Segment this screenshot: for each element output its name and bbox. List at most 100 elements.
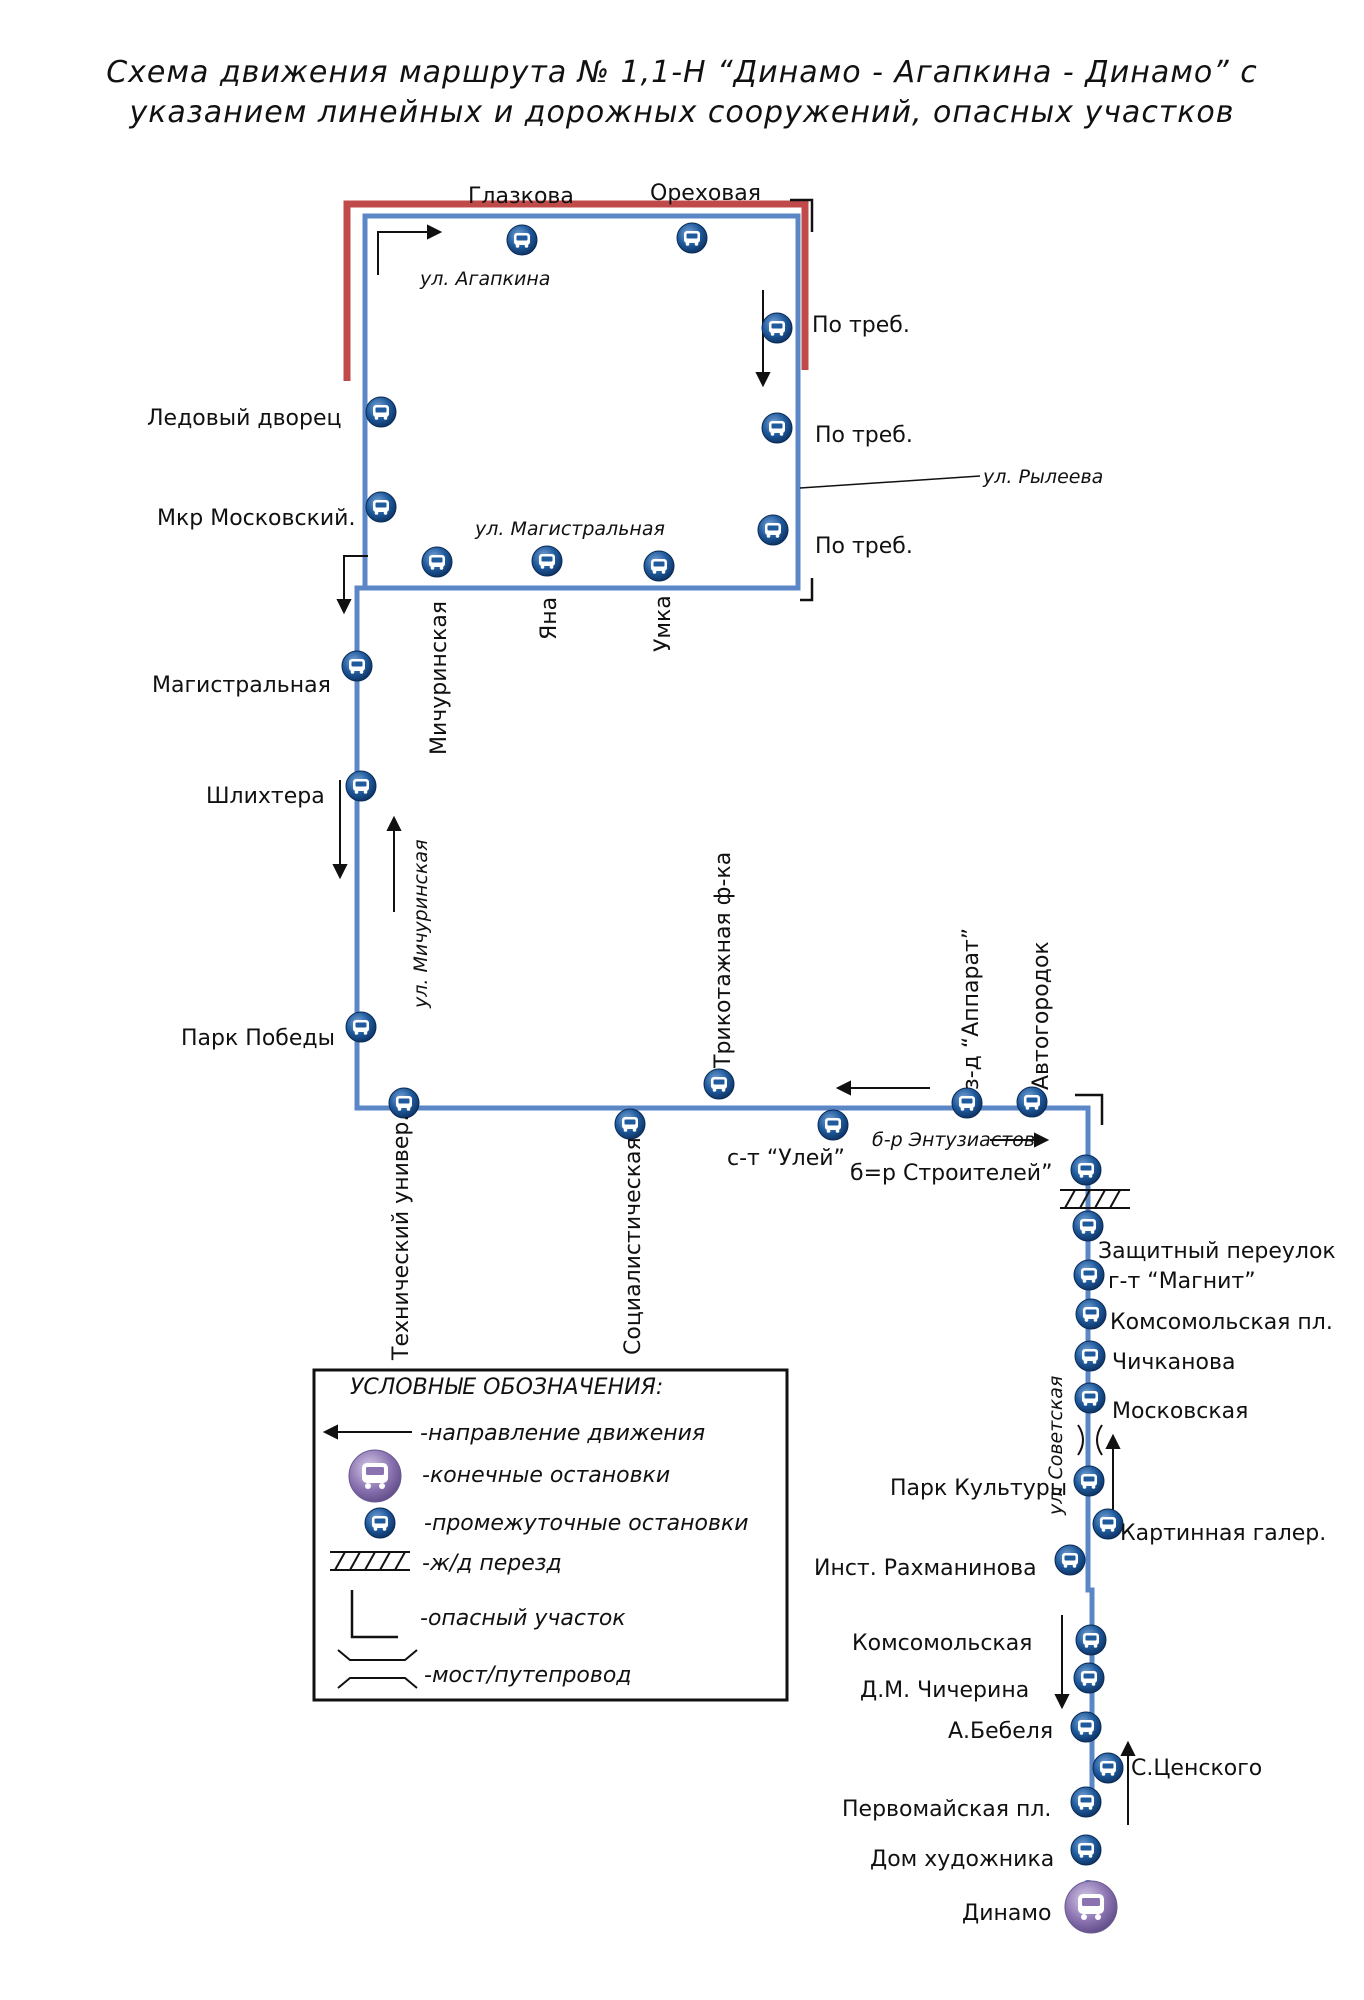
label-tekh-univer: Технический универ. [389, 1115, 414, 1361]
stop-mkr-moskovskiy[interactable] [366, 492, 396, 522]
legend-stop-icon [365, 1508, 395, 1538]
label-kartinnaya: Картинная галер. [1120, 1521, 1326, 1546]
stop-po-treb-2[interactable] [762, 413, 792, 443]
stop-trikotazh[interactable] [704, 1069, 734, 1099]
label-apparat: з-д “Аппарат” [959, 928, 984, 1090]
street-entuziastov: б-р Энтузиастов [872, 1129, 1035, 1151]
legend-danger: -опасный участок [420, 1606, 626, 1631]
label-magistralnaya: Магистральная [152, 673, 331, 698]
label-ledovyi: Ледовый дворец [147, 406, 342, 431]
legend-bridge: -мост/путепровод [424, 1663, 632, 1688]
legend-box [312, 1368, 789, 1702]
legend-railway: -ж/д перезд [422, 1551, 562, 1576]
stop-moskovskaya[interactable] [1075, 1383, 1105, 1413]
stop-komsomolskaya[interactable] [1076, 1625, 1106, 1655]
danger-brackets [790, 198, 1104, 1125]
legend-intermediate: -промежуточные остановки [424, 1511, 749, 1536]
danger-bar [343, 200, 809, 381]
label-park-kultury: Парк Культуры [890, 1476, 1067, 1501]
stop-kartinnaya[interactable] [1093, 1509, 1123, 1539]
label-glazkova: Глазкова [468, 184, 574, 209]
label-pervomayskaya: Первомайская пл. [842, 1797, 1051, 1822]
stop-pervomayskaya[interactable] [1071, 1787, 1101, 1817]
stop-po-treb-1[interactable] [762, 313, 792, 343]
label-po-treb-1: По треб. [812, 313, 910, 338]
stop-a-bebelya[interactable] [1071, 1712, 1101, 1742]
street-michurinskaya: ул. Мичуринская [410, 839, 432, 1009]
stop-magnit[interactable] [1074, 1260, 1104, 1290]
label-mkr-moskovskiy: Мкр Московский. [157, 506, 355, 531]
legend-danger-icon [350, 1590, 398, 1639]
label-trikotazh: Трикотажная ф-ка [711, 852, 736, 1069]
stop-park-pobedy[interactable] [346, 1012, 376, 1042]
label-po-treb-2: По треб. [815, 423, 913, 448]
railway-crossing [1060, 1189, 1130, 1209]
label-umka: Умка [651, 595, 676, 652]
label-br-stroiteley: б=р Строителей” [850, 1161, 1053, 1186]
label-s-censkogo: С.Ценского [1131, 1756, 1262, 1781]
street-magistralnaya: ул. Магистральная [474, 518, 665, 540]
label-avtogorodok: Автогородок [1029, 941, 1054, 1090]
stop-orekhovaya[interactable] [677, 223, 707, 253]
stop-s-censkogo[interactable] [1093, 1753, 1123, 1783]
stop-umka[interactable] [644, 551, 674, 581]
stop-park-kultury[interactable] [1074, 1466, 1104, 1496]
bridge-marker [1077, 1424, 1103, 1456]
label-dom-khudozhnika: Дом художника [870, 1847, 1054, 1872]
label-chichkanova: Чичканова [1112, 1350, 1235, 1375]
stop-po-treb-3[interactable] [758, 515, 788, 545]
legend-terminal-icon [348, 1449, 402, 1503]
terminal-dinamo[interactable] [1064, 1880, 1118, 1934]
stop-zashchitny[interactable] [1073, 1211, 1103, 1241]
label-yana: Яна [537, 597, 562, 640]
legend-heading: УСЛОВНЫЕ ОБОЗНАЧЕНИЯ: [350, 1375, 663, 1400]
stop-magistralnaya[interactable] [342, 651, 372, 681]
label-inst-rakhmaninova: Инст. Рахманинова [814, 1556, 1037, 1581]
stop-dom-khudozhnika[interactable] [1071, 1835, 1101, 1865]
label-magnit: г-т “Магнит” [1108, 1269, 1256, 1294]
legend-railway-icon [330, 1551, 410, 1571]
stop-dm-chicherina[interactable] [1074, 1663, 1104, 1693]
direction-arrows [332, 224, 1136, 1825]
label-po-treb-3: По треб. [815, 534, 913, 559]
map-title-line-2: указанием линейных и дорожных сооружений… [129, 95, 1235, 130]
label-komsomolskaya-pl: Комсомольская пл. [1110, 1310, 1333, 1335]
stop-yana[interactable] [532, 546, 562, 576]
legend-bridge-icon [337, 1649, 418, 1689]
label-orekhovaya: Ореховая [650, 181, 761, 206]
legend-arrow-icon [322, 1424, 412, 1440]
stop-tekh-univer[interactable] [389, 1088, 419, 1118]
stop-ledovyi[interactable] [366, 397, 396, 427]
map-title-line-1: Схема движения маршрута № 1,1-Н “Динамо … [106, 55, 1258, 90]
label-socialisticheskaya: Социалистическая [621, 1137, 646, 1355]
ryleeva-leader [799, 475, 981, 489]
legend-terminal: -конечные остановки [422, 1463, 670, 1488]
stop-inst-rakhmaninova[interactable] [1055, 1545, 1085, 1575]
street-agapkina: ул. Агапкина [419, 268, 550, 290]
label-komsomolskaya: Комсомольская [852, 1631, 1032, 1656]
stop-michurinskaya[interactable] [422, 547, 452, 577]
label-michurinskaya: Мичуринская [427, 601, 452, 755]
label-dinamo: Динамо [962, 1901, 1051, 1926]
stop-socialisticheskaya[interactable] [615, 1109, 645, 1139]
label-uley: с-т “Улей” [727, 1146, 845, 1171]
label-a-bebelya: А.Бебеля [948, 1719, 1053, 1744]
stop-glazkova[interactable] [507, 225, 537, 255]
label-dm-chicherina: Д.М. Чичерина [860, 1678, 1029, 1703]
stop-uley[interactable] [818, 1110, 848, 1140]
stop-komsomolskaya-pl[interactable] [1076, 1299, 1106, 1329]
stop-chichkanova[interactable] [1075, 1341, 1105, 1371]
legend-direction: -направление движения [420, 1421, 705, 1446]
label-moskovskaya: Московская [1112, 1399, 1248, 1424]
legend: УСЛОВНЫЕ ОБОЗНАЧЕНИЯ: -направление движе… [312, 1368, 789, 1702]
stop-br-stroiteley[interactable] [1071, 1155, 1101, 1185]
stop-avtogorodok[interactable] [1017, 1087, 1047, 1117]
label-zashchitny: Защитный переулок [1098, 1239, 1336, 1264]
label-shlikhtera: Шлихтера [206, 784, 325, 809]
stop-shlikhtera[interactable] [346, 771, 376, 801]
stop-apparat[interactable] [952, 1088, 982, 1118]
street-ryleeva: ул. Рылеева [982, 466, 1103, 488]
label-park-pobedy: Парк Победы [181, 1026, 335, 1051]
street-sovetskaya: ул. Советская [1045, 1376, 1067, 1516]
